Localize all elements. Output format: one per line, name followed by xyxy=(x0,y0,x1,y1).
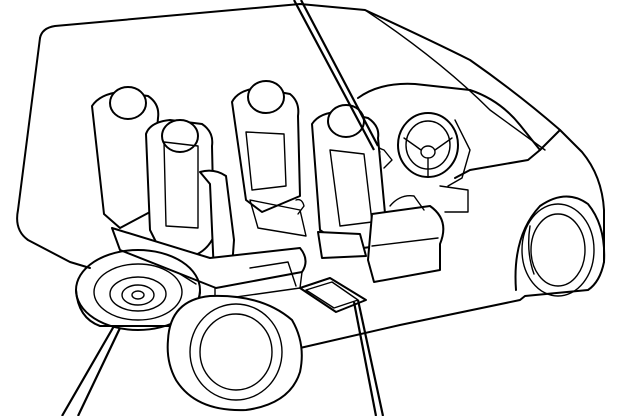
front-wheel xyxy=(516,196,605,296)
leader-line-bottom-left xyxy=(62,326,120,416)
rear-wheel xyxy=(168,296,302,410)
dashboard xyxy=(358,84,540,212)
leader-line-bottom-right xyxy=(354,300,383,416)
